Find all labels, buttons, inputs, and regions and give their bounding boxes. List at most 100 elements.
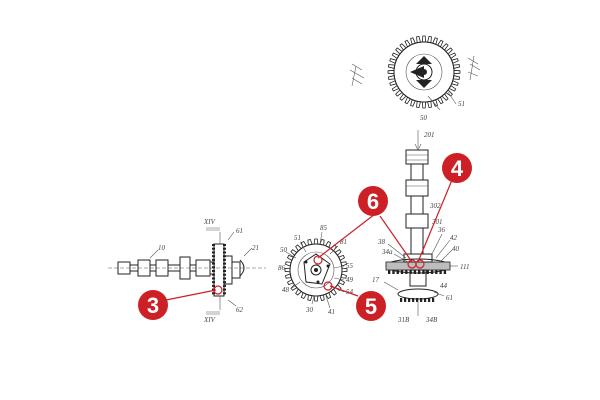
callout-6-pointer xyxy=(379,215,413,263)
label-51: 51 xyxy=(458,100,465,108)
label-61: 61 xyxy=(446,294,453,302)
label-41: 41 xyxy=(328,308,335,316)
shaft-segment xyxy=(410,195,424,215)
label-34B: 34B xyxy=(425,316,438,324)
sprocket-figure: 85 81 51 50 55 49 54 48 30 41 86 xyxy=(278,224,354,316)
sprocket-hub xyxy=(310,264,322,276)
gear-tooth xyxy=(400,298,403,302)
gear-tooth xyxy=(400,270,404,274)
label-17: 17 xyxy=(372,276,380,284)
camshaft-gear xyxy=(213,243,225,297)
section-mark-right xyxy=(467,55,481,81)
label-34a: 34a xyxy=(381,248,393,256)
shaft-top-cap xyxy=(405,149,429,165)
top-gear-spoke xyxy=(416,80,432,88)
label-44: 44 xyxy=(440,282,448,290)
gear-tooth xyxy=(443,270,447,274)
gear-tooth xyxy=(212,277,215,280)
label-40: 40 xyxy=(452,245,460,253)
shaft-lower-disc xyxy=(397,288,439,300)
gear-tooth xyxy=(405,270,408,274)
label-86: 86 xyxy=(278,264,286,272)
gear-tooth xyxy=(408,298,411,302)
gear-tooth xyxy=(418,270,421,274)
gear-tooth xyxy=(387,69,395,75)
label-54: 54 xyxy=(346,288,354,296)
gear-tooth xyxy=(284,267,291,273)
callout-4-pointer xyxy=(417,179,453,263)
shaft-lower-teeth xyxy=(400,298,435,302)
top-gear-rim xyxy=(393,41,455,103)
shaft-segment xyxy=(410,227,424,255)
section-tag-bottom: XIV xyxy=(203,316,216,324)
gear-tooth xyxy=(223,288,226,291)
label-302: 302 xyxy=(429,202,441,210)
shaft-gear-teeth xyxy=(388,270,447,274)
gear-tooth xyxy=(212,262,215,265)
label-36: 36 xyxy=(437,226,446,234)
callout-3-pointer xyxy=(165,289,217,301)
leader-line xyxy=(447,91,457,105)
gear-tooth xyxy=(453,69,461,75)
label-30: 30 xyxy=(305,306,314,314)
gear-tooth xyxy=(212,251,215,254)
label-61: 61 xyxy=(236,227,243,235)
gear-tooth xyxy=(404,298,407,302)
shaft-gear-band xyxy=(385,261,451,271)
label-55: 55 xyxy=(346,262,354,270)
top-gear-spoke xyxy=(410,66,424,78)
gear-tooth xyxy=(409,270,412,274)
shaft-stub xyxy=(409,269,427,287)
gear-tooth xyxy=(212,273,215,276)
callout-6-badge xyxy=(358,186,388,216)
gear-tooth xyxy=(212,281,215,284)
callout-4-number: 4 xyxy=(451,156,464,181)
top-gear-inner-ring xyxy=(405,53,443,91)
label-49: 49 xyxy=(346,276,354,284)
gear-tooth xyxy=(424,298,427,302)
top-gear-figure: 51 50 xyxy=(349,35,481,122)
shaft-segment xyxy=(410,163,424,181)
gear-tooth xyxy=(426,270,429,274)
label-85: 85 xyxy=(320,224,328,232)
gear-tooth xyxy=(388,270,391,274)
gear-tooth xyxy=(290,249,298,256)
gear-tooth xyxy=(223,244,226,247)
camshaft-figure: 10 61 21 62 XIV XIV xyxy=(108,218,266,324)
gear-tooth xyxy=(435,270,438,274)
label-48: 48 xyxy=(282,286,290,294)
label-31B: 31B xyxy=(397,316,410,324)
gear-tooth xyxy=(439,270,442,274)
gear-tooth xyxy=(313,238,319,245)
gear-tooth xyxy=(412,298,415,302)
gear-tooth xyxy=(223,247,226,250)
gear-tooth xyxy=(212,270,215,273)
callout-6-pointer xyxy=(317,213,376,259)
callout-5-number: 5 xyxy=(365,294,377,319)
gear-tooth xyxy=(421,35,427,43)
top-gear-spoke xyxy=(416,56,432,64)
leader-line xyxy=(427,95,441,111)
callout-4-target xyxy=(415,259,425,269)
callout-5-badge xyxy=(356,291,386,321)
gear-tooth xyxy=(392,270,395,274)
gear-tooth xyxy=(212,258,215,261)
label-111: 111 xyxy=(460,263,469,271)
gear-tooth xyxy=(223,292,226,295)
gear-tooth xyxy=(212,266,215,269)
label-62: 62 xyxy=(236,306,244,314)
callout-3-target xyxy=(213,285,223,295)
label-10: 10 xyxy=(158,244,166,252)
vertical-shaft-figure: 201 302 301 38 34a 36 42 40 111 xyxy=(372,130,469,324)
section-tag-top: XIV xyxy=(203,218,216,226)
sprocket-hub-plate xyxy=(303,253,331,285)
gear-tooth xyxy=(295,244,302,252)
label-81: 81 xyxy=(340,238,347,246)
callout-6-target xyxy=(313,255,323,265)
gear-tooth xyxy=(212,255,215,258)
gear-tooth xyxy=(223,251,226,254)
gear-tooth xyxy=(295,288,302,296)
gear-tooth xyxy=(416,298,419,302)
shaft-lobe xyxy=(405,213,429,229)
